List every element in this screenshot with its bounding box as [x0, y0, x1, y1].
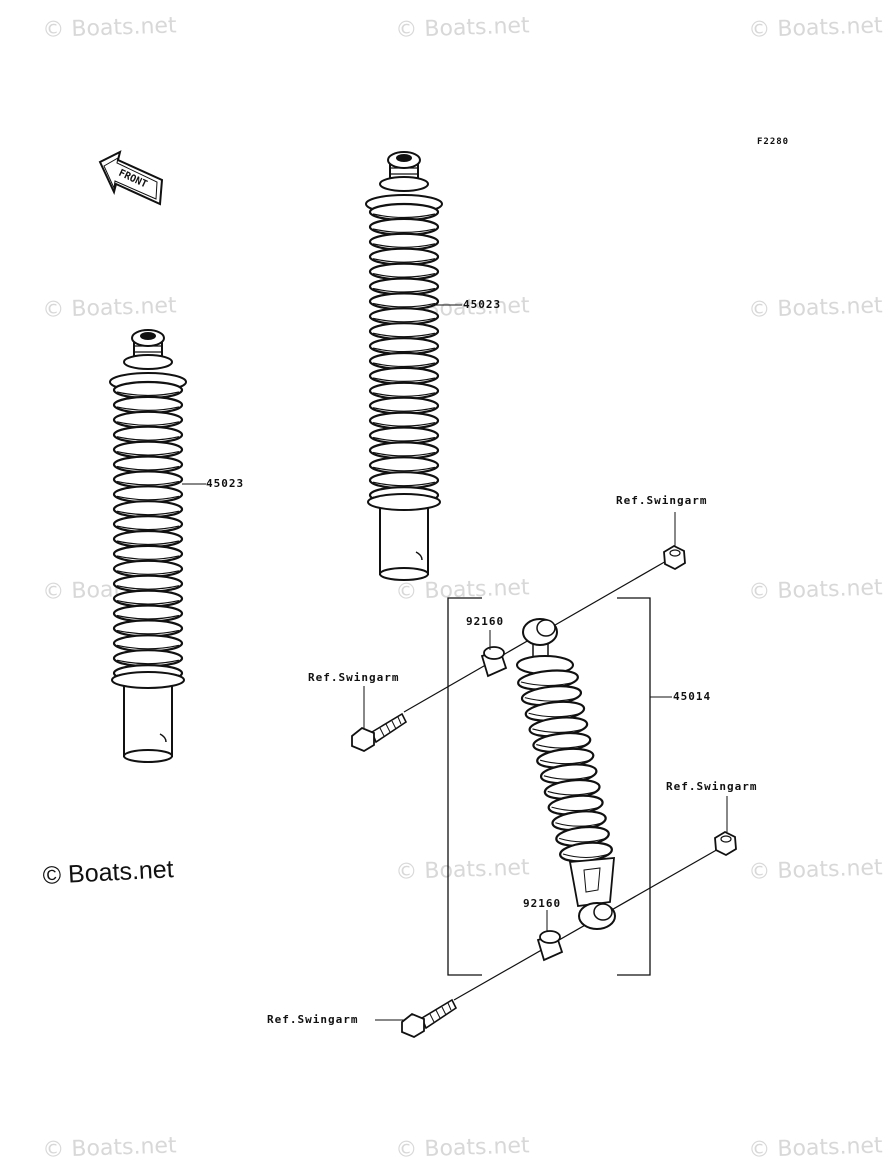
- part-number-45023-center[interactable]: 45023: [463, 298, 502, 311]
- shock-body-lower: [568, 857, 616, 930]
- bolt-top-icon: [351, 712, 408, 753]
- front-arrow-icon: FRONT: [98, 150, 164, 206]
- part-number-92160-bottom[interactable]: 92160: [523, 897, 562, 910]
- coil-spring: [517, 669, 613, 863]
- part-number-45023-left[interactable]: 45023: [206, 477, 245, 490]
- part-number-92160-top[interactable]: 92160: [466, 615, 505, 628]
- part-number-45014[interactable]: 45014: [673, 690, 712, 703]
- bushing-top: [480, 646, 508, 678]
- shock-absorber-center: [365, 151, 443, 581]
- bushing-bottom: [536, 930, 564, 962]
- ref-swingarm-top-right[interactable]: Ref.Swingarm: [616, 494, 708, 507]
- shock-absorber-assembly: [516, 618, 574, 675]
- ref-swingarm-bottom-left[interactable]: Ref.Swingarm: [267, 1013, 359, 1026]
- nut-top-icon: [663, 544, 686, 571]
- ref-swingarm-bottom-right[interactable]: Ref.Swingarm: [666, 780, 758, 793]
- ref-swingarm-top-left[interactable]: Ref.Swingarm: [308, 671, 400, 684]
- nut-bottom-icon: [714, 830, 737, 857]
- diagram-code: F2280: [757, 137, 790, 147]
- assembly-bracket: [617, 597, 651, 976]
- assembly-bracket: [447, 597, 482, 976]
- bolt-bottom-icon: [401, 998, 458, 1039]
- shock-absorber-left: [109, 329, 187, 763]
